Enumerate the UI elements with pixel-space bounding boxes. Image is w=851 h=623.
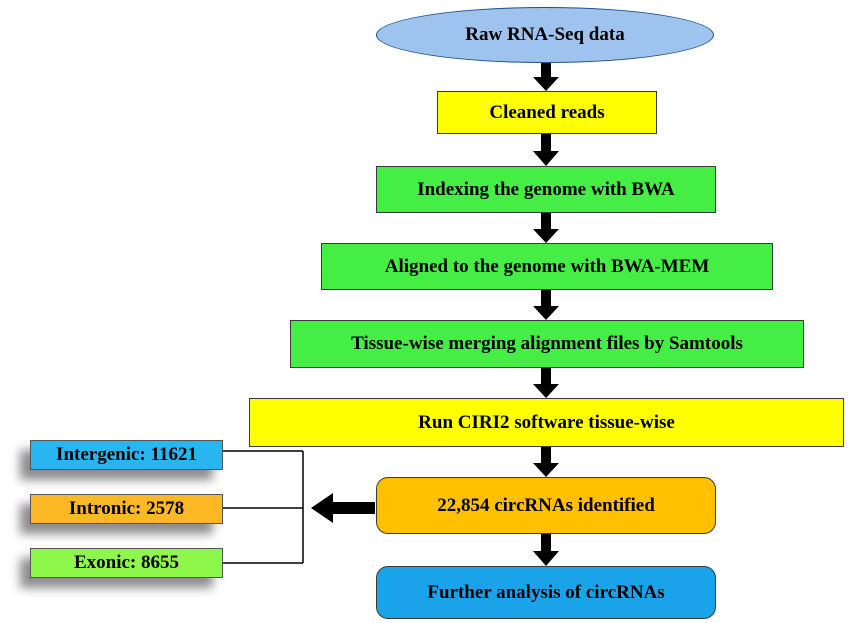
flow-arrow-2 bbox=[533, 134, 559, 166]
left-arrow bbox=[311, 493, 375, 523]
aligned-label: Aligned to the genome with BWA-MEM bbox=[384, 255, 710, 277]
flow-arrow-4 bbox=[533, 290, 559, 320]
aligned-node: Aligned to the genome with BWA-MEM bbox=[321, 243, 773, 290]
flow-arrow-6 bbox=[533, 447, 559, 477]
category-bracket bbox=[223, 450, 304, 564]
flow-arrow-7 bbox=[533, 534, 559, 566]
intergenic-category: Intergenic: 11621 bbox=[30, 440, 223, 470]
intronic-label: Intronic: 2578 bbox=[68, 498, 185, 519]
intronic-category: Intronic: 2578 bbox=[30, 494, 223, 524]
further-analysis-node: Further analysis of circRNAs bbox=[376, 566, 716, 619]
flow-arrow-1 bbox=[533, 63, 559, 91]
cleaned-reads-node: Cleaned reads bbox=[437, 91, 657, 134]
flow-arrow-5 bbox=[533, 368, 559, 398]
raw-data-node: Raw RNA-Seq data bbox=[376, 7, 714, 63]
identified-label: 22,854 circRNAs identified bbox=[437, 494, 655, 516]
cleaned-reads-label: Cleaned reads bbox=[489, 101, 605, 123]
indexing-node: Indexing the genome with BWA bbox=[376, 166, 716, 213]
flow-arrow-3 bbox=[533, 213, 559, 243]
further-analysis-label: Further analysis of circRNAs bbox=[427, 581, 665, 603]
identified-node: 22,854 circRNAs identified bbox=[376, 477, 716, 534]
merging-node: Tissue-wise merging alignment files by S… bbox=[290, 320, 804, 368]
exonic-category: Exonic: 8655 bbox=[30, 548, 223, 578]
ciri2-node: Run CIRI2 software tissue-wise bbox=[249, 398, 844, 447]
ciri2-label: Run CIRI2 software tissue-wise bbox=[418, 411, 675, 433]
merging-label: Tissue-wise merging alignment files by S… bbox=[351, 333, 743, 354]
raw-data-label: Raw RNA-Seq data bbox=[465, 24, 625, 45]
indexing-label: Indexing the genome with BWA bbox=[417, 178, 675, 200]
intergenic-label: Intergenic: 11621 bbox=[56, 444, 197, 465]
exonic-label: Exonic: 8655 bbox=[73, 552, 180, 573]
